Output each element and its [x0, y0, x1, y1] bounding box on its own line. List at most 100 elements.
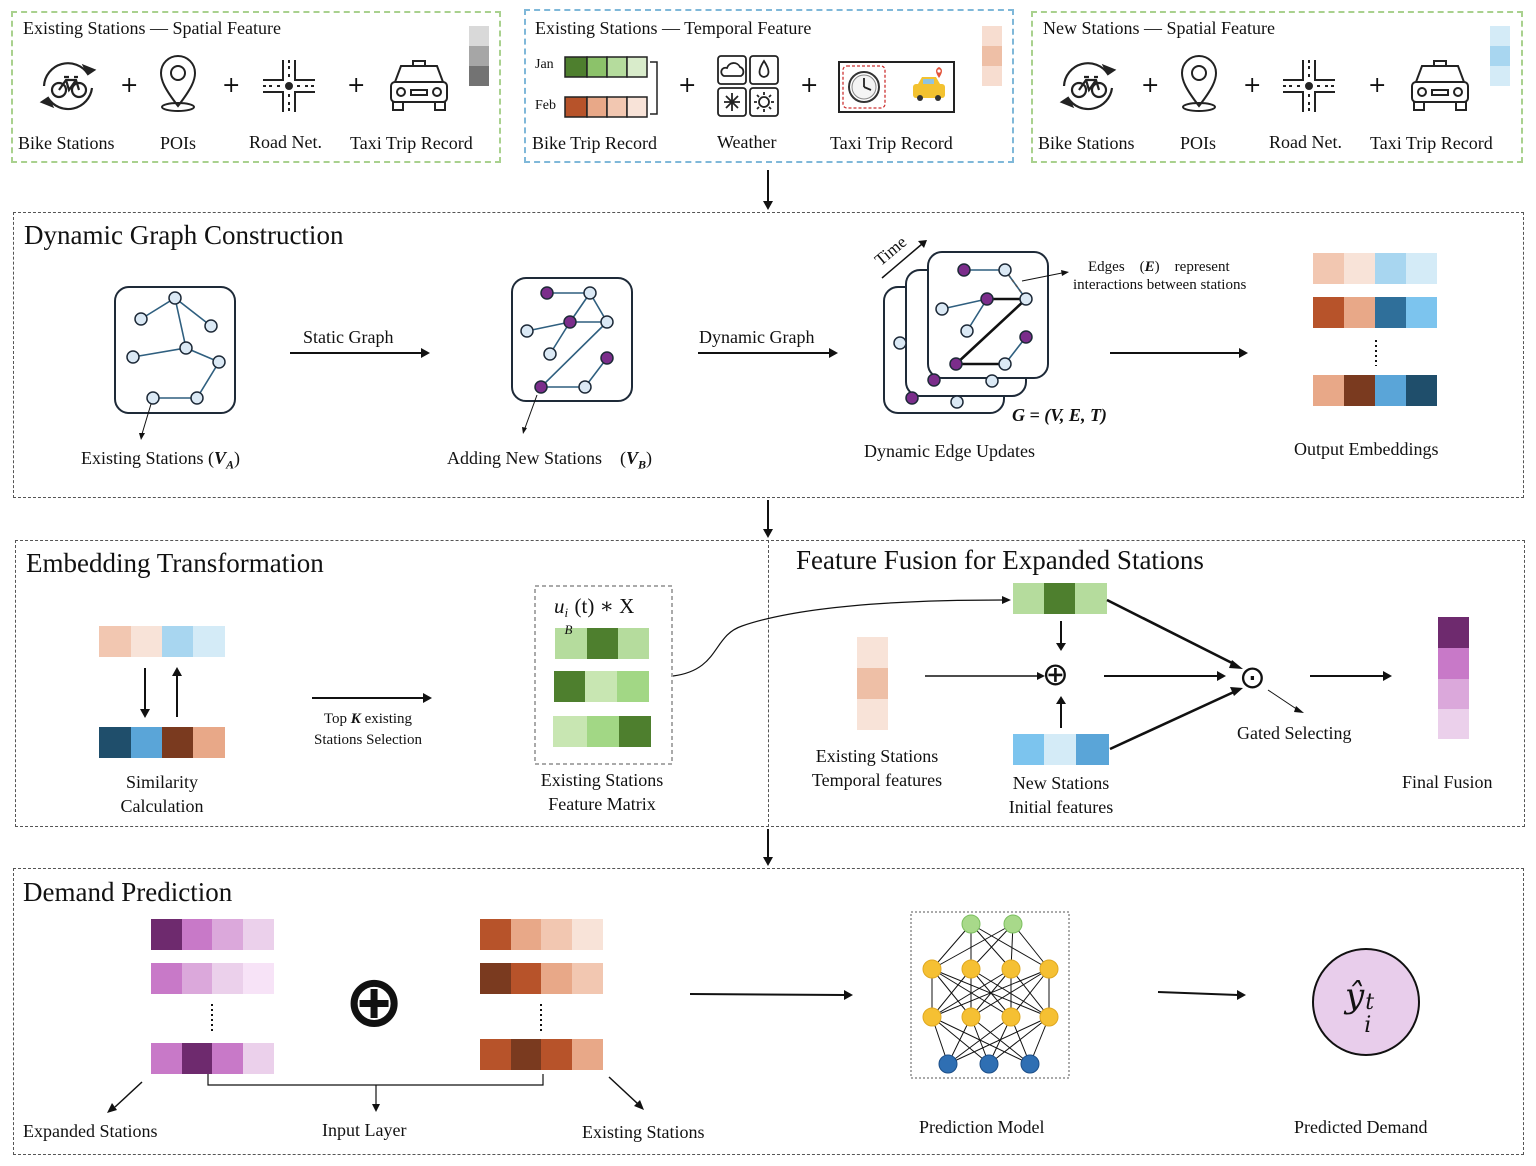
plus-sign-6: + — [1141, 73, 1160, 98]
graph-title: Dynamic Graph Construction — [24, 220, 344, 250]
label-new-taxi-trip: Taxi Trip Record — [1370, 133, 1493, 153]
label-road-net: Road Net. — [249, 132, 322, 152]
gray-swatch-1 — [469, 26, 489, 46]
edges-note-line-1: Edges (E) represent — [1088, 259, 1230, 275]
feb-label: Feb — [535, 98, 556, 113]
plus-sign-1: + — [120, 73, 139, 98]
new-spatial-panel — [1031, 11, 1523, 163]
plus-sign-5: + — [800, 73, 819, 98]
blue-swatch-1 — [1490, 26, 1510, 46]
graph-panel — [13, 212, 1524, 498]
label-new-bike-stations: Bike Stations — [1038, 133, 1135, 153]
input-layer-label: Input Layer — [322, 1120, 407, 1140]
final-fusion-label: Final Fusion — [1402, 772, 1493, 792]
similarity-bottom-vector — [99, 727, 225, 758]
road-network-icon — [263, 60, 315, 112]
predicted-demand-circle — [1312, 948, 1420, 1056]
blue-swatch-2 — [1490, 46, 1510, 66]
output-embedding-row-2 — [1313, 297, 1437, 328]
new-spatial-title: New Stations — Spatial Feature — [1043, 18, 1275, 38]
poi-pin-icon — [159, 55, 197, 112]
prediction-model-label: Prediction Model — [919, 1117, 1045, 1137]
label-taxi-trip-temporal: Taxi Trip Record — [830, 133, 953, 153]
label-weather: Weather — [717, 132, 777, 152]
output-embedding-row-1 — [1313, 253, 1437, 284]
expanded-row-2 — [151, 963, 274, 994]
dynamic-edge-updates-label: Dynamic Edge Updates — [864, 441, 1035, 461]
embedding-divider — [768, 540, 769, 827]
new-stations-graph-box — [511, 277, 633, 402]
predicted-demand-label: Predicted Demand — [1294, 1117, 1428, 1137]
month-bracket — [650, 61, 658, 115]
feb-bar — [564, 96, 648, 118]
dynamic-graph-label: Dynamic Graph — [699, 327, 815, 347]
taxi-trip-record-icon — [838, 61, 955, 113]
taxi-icon-2 — [1411, 60, 1469, 111]
jan-label: Jan — [535, 57, 554, 72]
existing-stations-label: Existing Stations (VA) — [81, 448, 241, 472]
temporal-title: Existing Stations — Temporal Feature — [535, 18, 812, 38]
topk-label: Top K existing Stations Selection — [314, 711, 422, 748]
feature-matrix-box — [534, 585, 673, 765]
road-network-icon-2 — [1283, 60, 1335, 112]
adding-new-stations-label: Adding New Stations (VB) — [447, 448, 653, 472]
oplus-fusion-icon: ⊕ — [1042, 655, 1069, 693]
poi-pin-icon-2 — [1180, 55, 1218, 112]
jan-bar — [564, 56, 648, 78]
label-new-pois: POIs — [1180, 133, 1217, 153]
peach-swatch-3 — [982, 66, 1002, 86]
prediction-model-box — [910, 911, 1070, 1079]
final-fusion-vector — [1438, 617, 1469, 739]
graph-formula: G = (V, E, T) — [1012, 405, 1107, 425]
peach-swatch-1 — [982, 26, 1002, 46]
similarity-top-vector — [99, 626, 225, 657]
demand-panel — [13, 868, 1524, 1155]
bike-icon-2 — [1059, 62, 1117, 111]
label-taxi-trip: Taxi Trip Record — [350, 133, 473, 153]
temporal-vertical-vector — [857, 637, 888, 730]
plus-sign-8: + — [1368, 73, 1387, 98]
static-graph-label: Static Graph — [303, 327, 394, 347]
demand-title: Demand Prediction — [23, 877, 233, 907]
existing-row-2 — [480, 963, 603, 994]
expanded-row-3 — [151, 1043, 274, 1074]
gray-swatch-3 — [469, 66, 489, 86]
fusion-title: Feature Fusion for Expanded Stations — [796, 545, 1204, 575]
edges-note-line-2: interactions between stations — [1073, 277, 1247, 293]
output-embedding-row-3 — [1313, 375, 1437, 406]
gate-odot-icon: ⊙ — [1239, 658, 1266, 696]
demand-oplus-icon: ⊕ — [344, 959, 405, 1043]
label-pois: POIs — [160, 133, 197, 153]
taxi-car-icon — [913, 67, 945, 101]
existing-spatial-title: Existing Stations — Spatial Feature — [23, 18, 281, 38]
neural-network-edges — [931, 923, 1050, 1065]
taxi-icon — [390, 60, 448, 111]
output-embeddings-label: Output Embeddings — [1294, 439, 1439, 459]
plus-sign-4: + — [678, 73, 697, 98]
blue-swatch-3 — [1490, 66, 1510, 86]
label-bike-stations: Bike Stations — [18, 133, 115, 153]
existing-row-3 — [480, 1039, 603, 1070]
feature-matrix-row-3 — [553, 716, 651, 747]
peach-swatch-2 — [982, 46, 1002, 66]
temporal-panel — [524, 9, 1014, 163]
embedding-panel — [15, 540, 1525, 827]
bike-icon — [39, 62, 97, 111]
expanded-stations-label: Expanded Stations — [23, 1121, 158, 1141]
weather-icon — [717, 55, 779, 117]
expanded-row-1 — [151, 919, 274, 950]
feature-matrix-row-1 — [555, 628, 649, 659]
gated-selecting-label: Gated Selecting — [1237, 723, 1352, 743]
plus-sign-7: + — [1243, 73, 1262, 98]
existing-row-1 — [480, 919, 603, 950]
